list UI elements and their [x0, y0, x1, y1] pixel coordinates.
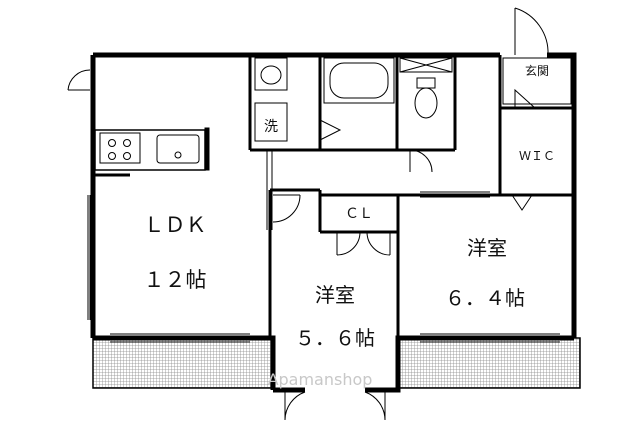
bedroom-west-name: 洋室: [315, 283, 355, 307]
exterior-walls: [90, 52, 577, 393]
ldk-name: ＬＤＫ: [144, 213, 207, 237]
bedroom-west-size: ５．６帖: [295, 326, 375, 350]
wic-label: ＷＩＣ: [519, 149, 555, 163]
kitchen-counter: [94, 127, 210, 171]
swing-doors: [67, 7, 549, 421]
sliding-doors: [87, 150, 560, 343]
washbasin: [254, 57, 288, 142]
bathtub: [319, 57, 395, 141]
washroom-label: 洗: [264, 119, 278, 135]
watermark: Apamanshop: [268, 370, 373, 389]
ldk-size: １２帖: [144, 268, 207, 292]
toilet: [399, 57, 453, 119]
balcony-west: [92, 337, 274, 389]
bedroom-east-name: 洋室: [467, 236, 507, 260]
bedroom-east-size: ６．４帖: [445, 286, 525, 310]
closet-label: ＣＬ: [345, 206, 373, 222]
entrance-shoe-cabinet: [502, 57, 572, 105]
entrance-label: 玄関: [525, 63, 549, 78]
interior-walls: [93, 55, 574, 338]
balcony-east: [397, 337, 581, 389]
